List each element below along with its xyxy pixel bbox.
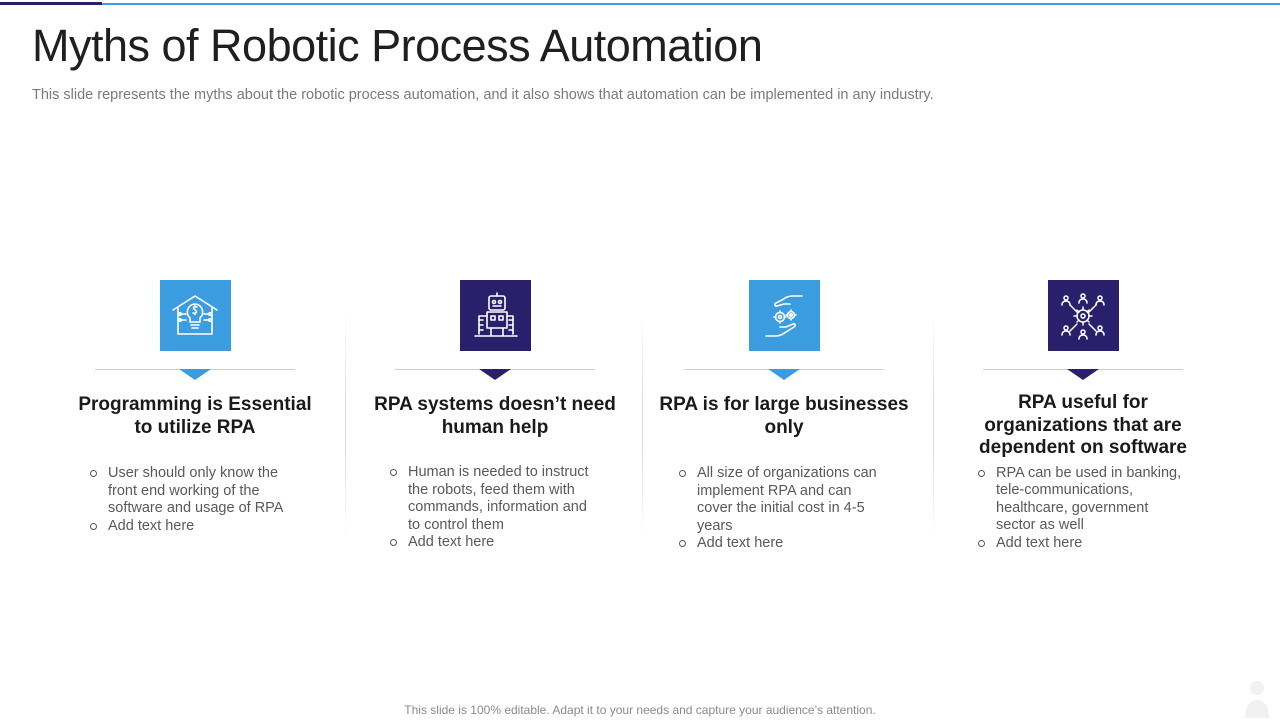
pointer-triangle [179, 369, 211, 380]
bullet-item: All size of organizations can implement … [679, 465, 889, 535]
myth-card-4: RPA useful for organizations that are de… [958, 280, 1208, 552]
bullet-item: Add text here [90, 518, 300, 536]
column-separator [345, 310, 346, 540]
robot-building-icon [459, 280, 531, 351]
column-divider [684, 369, 884, 380]
card-bullets: All size of organizations can implement … [679, 465, 889, 553]
bullet-item: RPA can be used in banking, tele-communi… [978, 465, 1188, 535]
bullet-item: Add text here [679, 535, 889, 553]
column-separator [642, 310, 643, 540]
card-heading: Programming is Essential to utilize RPA [78, 394, 312, 438]
card-bullets: User should only know the front end work… [90, 465, 300, 535]
column-divider [395, 369, 595, 380]
pointer-triangle [768, 369, 800, 380]
column-separator [933, 310, 934, 540]
card-heading: RPA is for large businesses only [659, 394, 909, 438]
top-accent-bar-dark [0, 2, 102, 5]
card-bullets: RPA can be used in banking, tele-communi… [978, 465, 1188, 553]
bullet-item: Add text here [390, 534, 600, 552]
top-accent-bar-blue [102, 3, 1280, 5]
myth-card-1: Programming is Essential to utilize RPA … [70, 280, 320, 535]
pointer-triangle [1067, 369, 1099, 380]
network-people-gear-icon [1047, 280, 1119, 351]
column-divider [95, 369, 295, 380]
page-title: Myths of Robotic Process Automation [32, 20, 763, 71]
bullet-item: User should only know the front end work… [90, 465, 300, 518]
card-bullets: Human is needed to instruct the robots, … [390, 464, 600, 552]
bullet-item: Human is needed to instruct the robots, … [390, 464, 600, 534]
column-divider [983, 369, 1183, 380]
money-bulb-house-icon [159, 280, 231, 351]
myth-card-2: RPA systems doesn’t need human help Huma… [370, 280, 620, 552]
watermark-person-icon [1245, 681, 1269, 718]
myth-card-3: RPA is for large businesses only All siz… [659, 280, 909, 553]
footer-note: This slide is 100% editable. Adapt it to… [404, 703, 876, 717]
page-subtitle: This slide represents the myths about th… [32, 87, 934, 103]
hands-gears-icon [748, 280, 820, 351]
pointer-triangle [479, 369, 511, 380]
bullet-item: Add text here [978, 535, 1188, 553]
card-heading: RPA useful for organizations that are de… [979, 392, 1187, 458]
card-heading: RPA systems doesn’t need human help [374, 394, 616, 438]
